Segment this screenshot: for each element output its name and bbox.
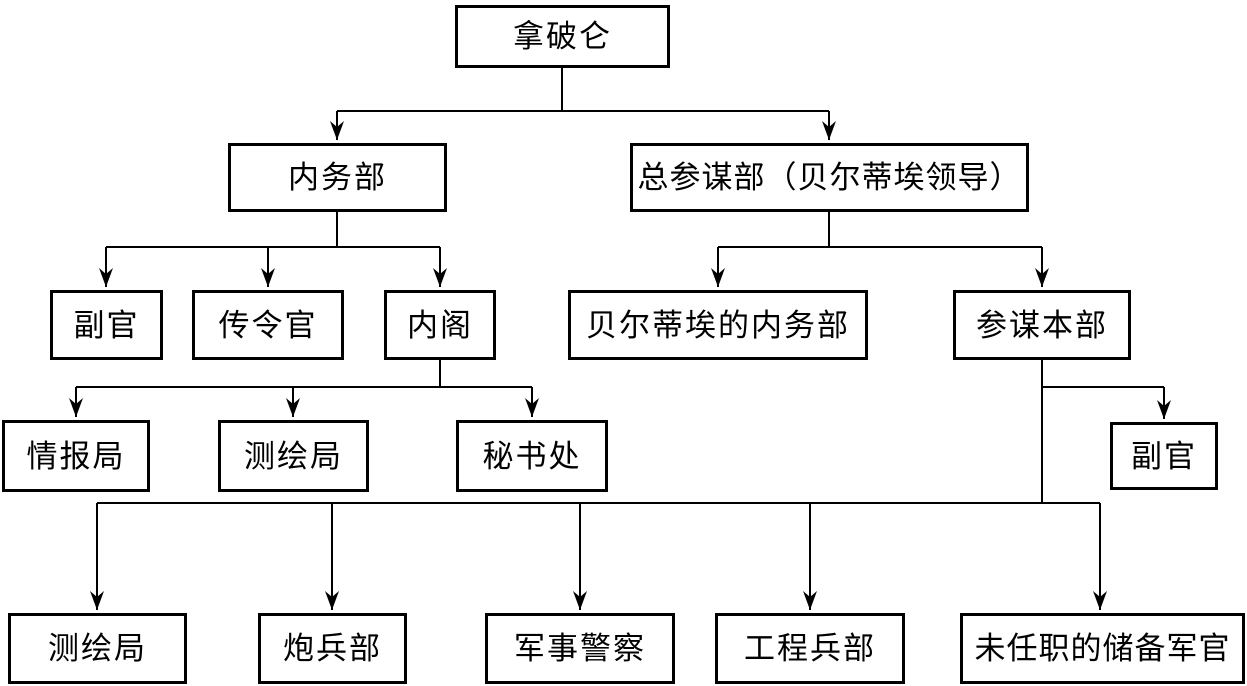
org-box-cabinet-label: 内阁 <box>407 307 473 343</box>
org-box-survey-bureau-1: 测绘局 <box>218 420 369 492</box>
org-box-engineer-corps-dept-label: 工程兵部 <box>744 631 876 666</box>
org-box-secretariat: 秘书处 <box>456 420 608 492</box>
org-box-general-staff-label: 总参谋部（贝尔蒂埃领导） <box>637 160 1022 195</box>
org-box-orderly-officer: 传令官 <box>192 290 344 360</box>
org-box-unassigned-reserve-label: 未任职的储备军官 <box>974 631 1231 666</box>
org-box-ministry-internal: 内务部 <box>228 143 447 212</box>
edge-stem-general-staff <box>718 212 1042 248</box>
org-box-ministry-internal-label: 内务部 <box>288 160 387 195</box>
org-box-artillery-dept: 炮兵部 <box>258 613 407 684</box>
edge-stem-ministry-internal <box>106 212 440 248</box>
org-box-berthier-internal-label: 贝尔蒂埃的内务部 <box>586 307 850 343</box>
org-box-cabinet: 内阁 <box>384 290 496 360</box>
org-box-secretariat-label: 秘书处 <box>482 438 582 474</box>
org-box-napoleon: 拿破仑 <box>455 5 670 68</box>
org-box-napoleon-label: 拿破仑 <box>513 19 612 54</box>
org-box-artillery-dept-label: 炮兵部 <box>283 631 382 666</box>
edge-stem-cabinet <box>76 360 532 388</box>
org-box-staff-headquarters-label: 参谋本部 <box>976 307 1108 343</box>
org-box-intelligence-bureau-label: 情报局 <box>26 438 126 474</box>
org-box-staff-headquarters: 参谋本部 <box>953 290 1131 360</box>
org-box-unassigned-reserve: 未任职的储备军官 <box>960 613 1245 684</box>
edge-stem-staff-headquarters <box>1041 360 1164 503</box>
org-box-military-police: 军事警察 <box>485 613 675 684</box>
org-box-engineer-corps-dept: 工程兵部 <box>715 613 905 684</box>
org-box-military-police-label: 军事警察 <box>514 631 646 666</box>
org-box-survey-bureau-2-label: 测绘局 <box>48 631 147 666</box>
org-box-general-staff: 总参谋部（贝尔蒂埃领导） <box>630 143 1029 212</box>
org-box-berthier-internal: 贝尔蒂埃的内务部 <box>568 290 868 360</box>
org-box-survey-bureau-1-label: 测绘局 <box>244 438 343 474</box>
org-box-adjutant-1: 副官 <box>50 290 163 360</box>
edge-stem-napoleon <box>337 68 829 112</box>
org-box-survey-bureau-2: 测绘局 <box>8 613 187 684</box>
org-box-adjutant-2: 副官 <box>1110 422 1218 490</box>
org-box-adjutant-2-label: 副官 <box>1131 438 1197 474</box>
org-box-adjutant-1-label: 副官 <box>73 307 140 343</box>
org-box-intelligence-bureau: 情报局 <box>2 420 150 492</box>
org-box-orderly-officer-label: 传令官 <box>218 307 318 343</box>
